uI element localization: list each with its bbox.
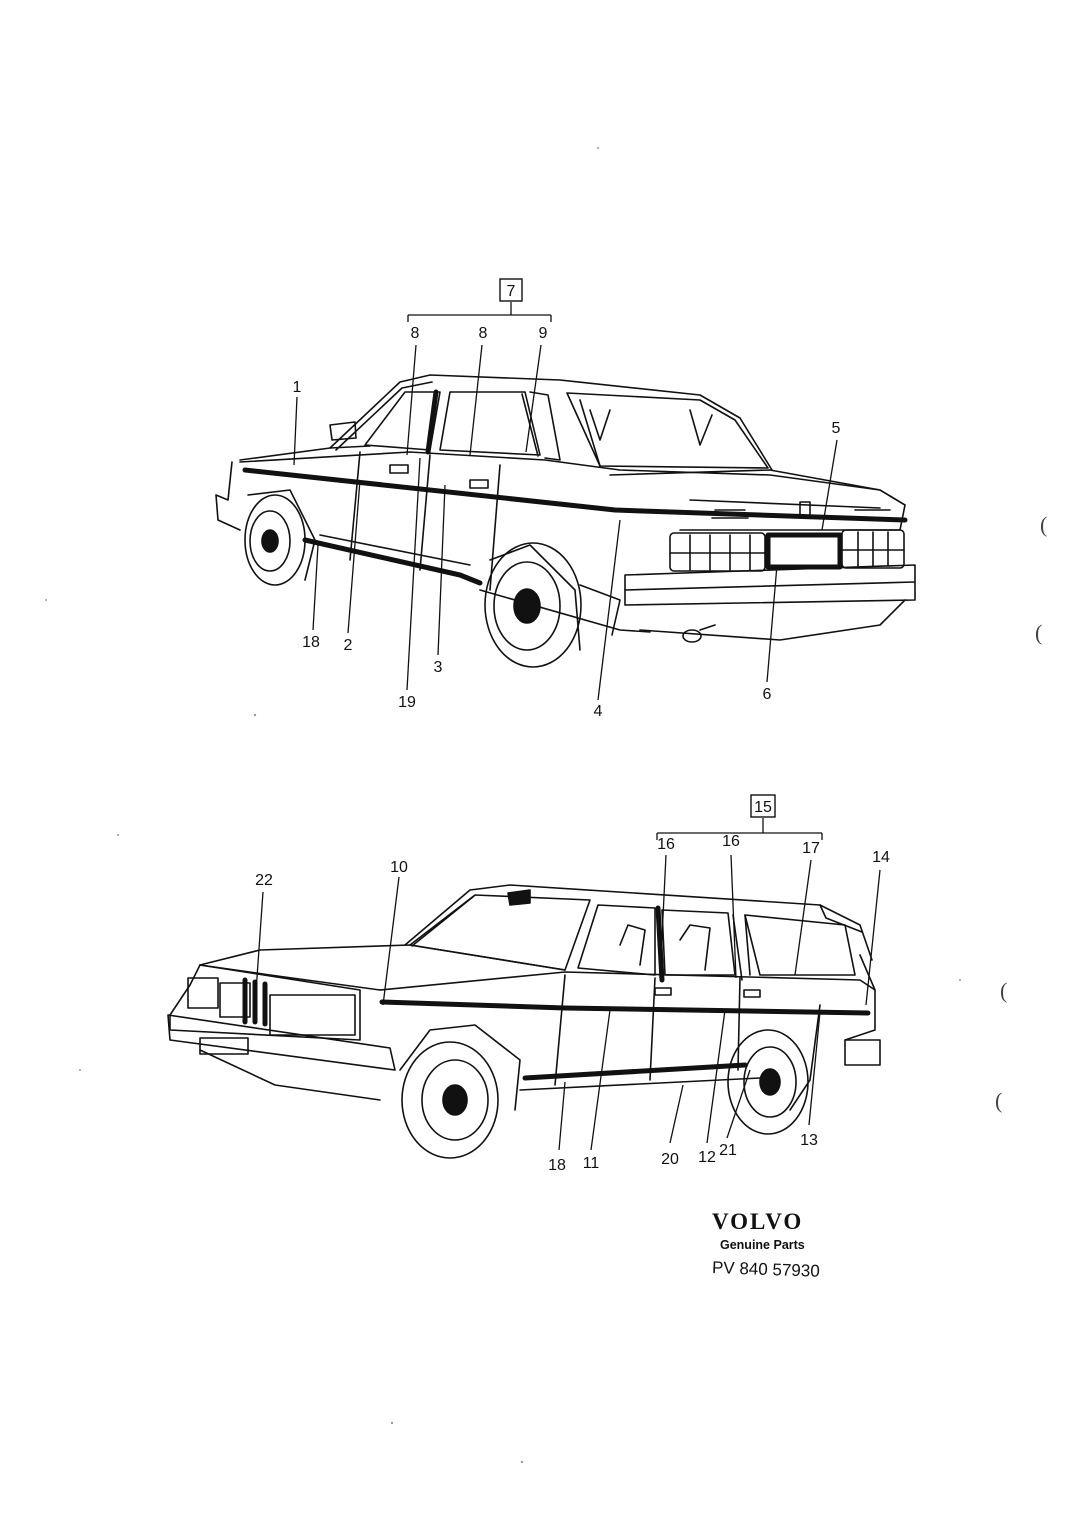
brand-block: VOLVO Genuine Parts PV 840 57930 xyxy=(712,1209,820,1281)
callout-2: 2 xyxy=(344,637,353,654)
callout-9: 9 xyxy=(539,325,548,342)
sedan-illustration xyxy=(215,374,916,668)
margin-mark: ( xyxy=(1000,978,1008,1003)
wagon-illustration xyxy=(167,884,881,1159)
callout-6: 6 xyxy=(763,686,772,703)
callout-18-wagon: 18 xyxy=(548,1157,566,1174)
margin-mark: ( xyxy=(1040,512,1048,537)
callout-10: 10 xyxy=(390,859,408,876)
sedan-leaders xyxy=(293,278,838,701)
callout-11: 11 xyxy=(583,1155,600,1172)
volvo-logo: VOLVO xyxy=(712,1209,804,1234)
callout-18-sedan: 18 xyxy=(302,634,320,651)
callout-7: 7 xyxy=(507,283,516,300)
margin-mark: ( xyxy=(1035,620,1043,645)
callout-17: 17 xyxy=(802,840,820,857)
wagon-leaders xyxy=(253,794,881,1151)
wagon-callouts: 15 10 11 12 13 14 16 16 17 18 20 21 22 xyxy=(255,799,890,1174)
part-code: PV 840 57930 xyxy=(711,1258,821,1281)
callout-19: 19 xyxy=(398,694,416,711)
callout-4: 4 xyxy=(594,703,603,720)
brand-subtitle: Genuine Parts xyxy=(720,1238,805,1252)
callout-1: 1 xyxy=(293,379,302,396)
callout-5: 5 xyxy=(832,420,841,437)
callout-22: 22 xyxy=(255,872,273,889)
callout-15: 15 xyxy=(754,799,772,816)
margin-mark: ( xyxy=(995,1088,1003,1113)
callout-16-left: 16 xyxy=(657,836,675,853)
sedan-callouts: 7 1 2 3 4 5 6 8 8 9 18 19 xyxy=(293,283,841,720)
callout-13: 13 xyxy=(800,1132,818,1149)
callout-3: 3 xyxy=(434,659,443,676)
callout-14: 14 xyxy=(872,849,890,866)
callout-20: 20 xyxy=(661,1151,679,1168)
callout-12: 12 xyxy=(698,1149,716,1166)
callout-16-right: 16 xyxy=(722,833,740,850)
callout-8-left: 8 xyxy=(411,325,420,342)
callout-8-right: 8 xyxy=(479,325,488,342)
callout-21: 21 xyxy=(719,1142,737,1159)
scan-specks xyxy=(45,147,961,1464)
